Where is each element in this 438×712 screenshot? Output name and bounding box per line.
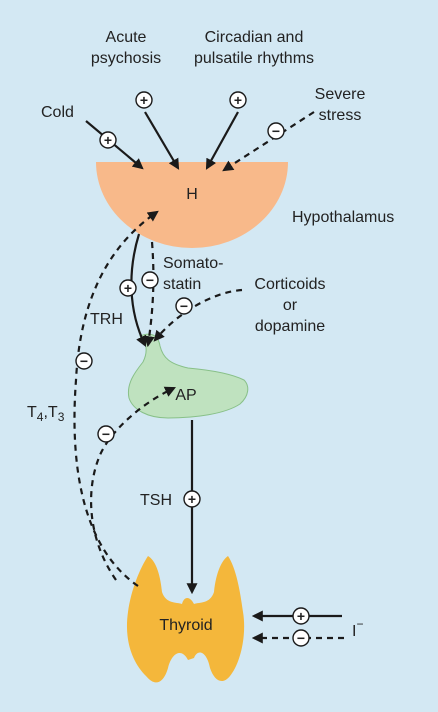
sign-acute-psychosis: + [135,91,153,109]
sign-t4t3-to-ap: − [97,425,115,443]
svg-text:−: − [80,353,88,369]
sign-circadian: + [229,91,247,109]
label-somatostatin-line1: Somato- [163,255,223,272]
svg-text:−: − [102,426,110,442]
sign-trh: + [119,279,137,297]
label-tsh: TSH [140,492,172,509]
t4t3-feedback-to-h-arrow [73,210,159,587]
svg-text:+: + [124,280,132,296]
label-ap: AP [175,387,196,404]
sign-corticoids: − [175,297,193,315]
label-acute-psychosis-line2: psychosis [91,50,161,67]
sign-somatostatin: − [141,271,159,289]
sign-iodide-minus: − [292,629,310,647]
severe-stress-arrow [222,111,315,172]
sign-tsh: + [183,490,201,508]
label-circadian-line1: Circadian and [205,29,304,46]
sign-severe-stress: − [267,122,285,140]
sign-t4t3-to-h: − [75,352,93,370]
label-severe-stress-line2: stress [319,107,362,124]
label-trh: TRH [90,311,123,328]
label-circadian-line2: pulsatile rhythms [194,50,314,67]
svg-text:−: − [297,630,305,646]
label-acute-psychosis-line1: Acute [106,29,147,46]
somatostatin-arrow [143,241,155,348]
svg-text:−: − [272,123,280,139]
label-cold: Cold [41,104,74,121]
label-iodide: I− [352,617,363,640]
label-corticoids-line1: Corticoids [254,276,325,293]
svg-text:−: − [146,272,154,288]
label-hypothalamus: Hypothalamus [292,209,394,226]
label-corticoids-line2: or [283,297,298,314]
svg-text:+: + [297,608,305,624]
label-somatostatin-line2: statin [163,276,201,293]
label-severe-stress-line1: Severe [315,86,366,103]
svg-text:+: + [234,92,242,108]
sign-iodide-plus: + [292,607,310,625]
svg-text:−: − [180,298,188,314]
label-thyroid: Thyroid [159,617,212,634]
circadian-arrow [205,111,239,170]
acute-psychosis-arrow [144,111,180,170]
svg-text:+: + [104,132,112,148]
label-corticoids-line3: dopamine [255,318,325,335]
svg-text:+: + [140,92,148,108]
thyroid-shape [126,556,245,683]
sign-cold: + [99,131,117,149]
label-h: H [186,186,198,203]
label-t4t3: T4,T3 [27,404,65,424]
svg-text:+: + [188,491,196,507]
hypothalamus-shape [96,162,288,248]
corticoids-arrow [153,288,243,342]
